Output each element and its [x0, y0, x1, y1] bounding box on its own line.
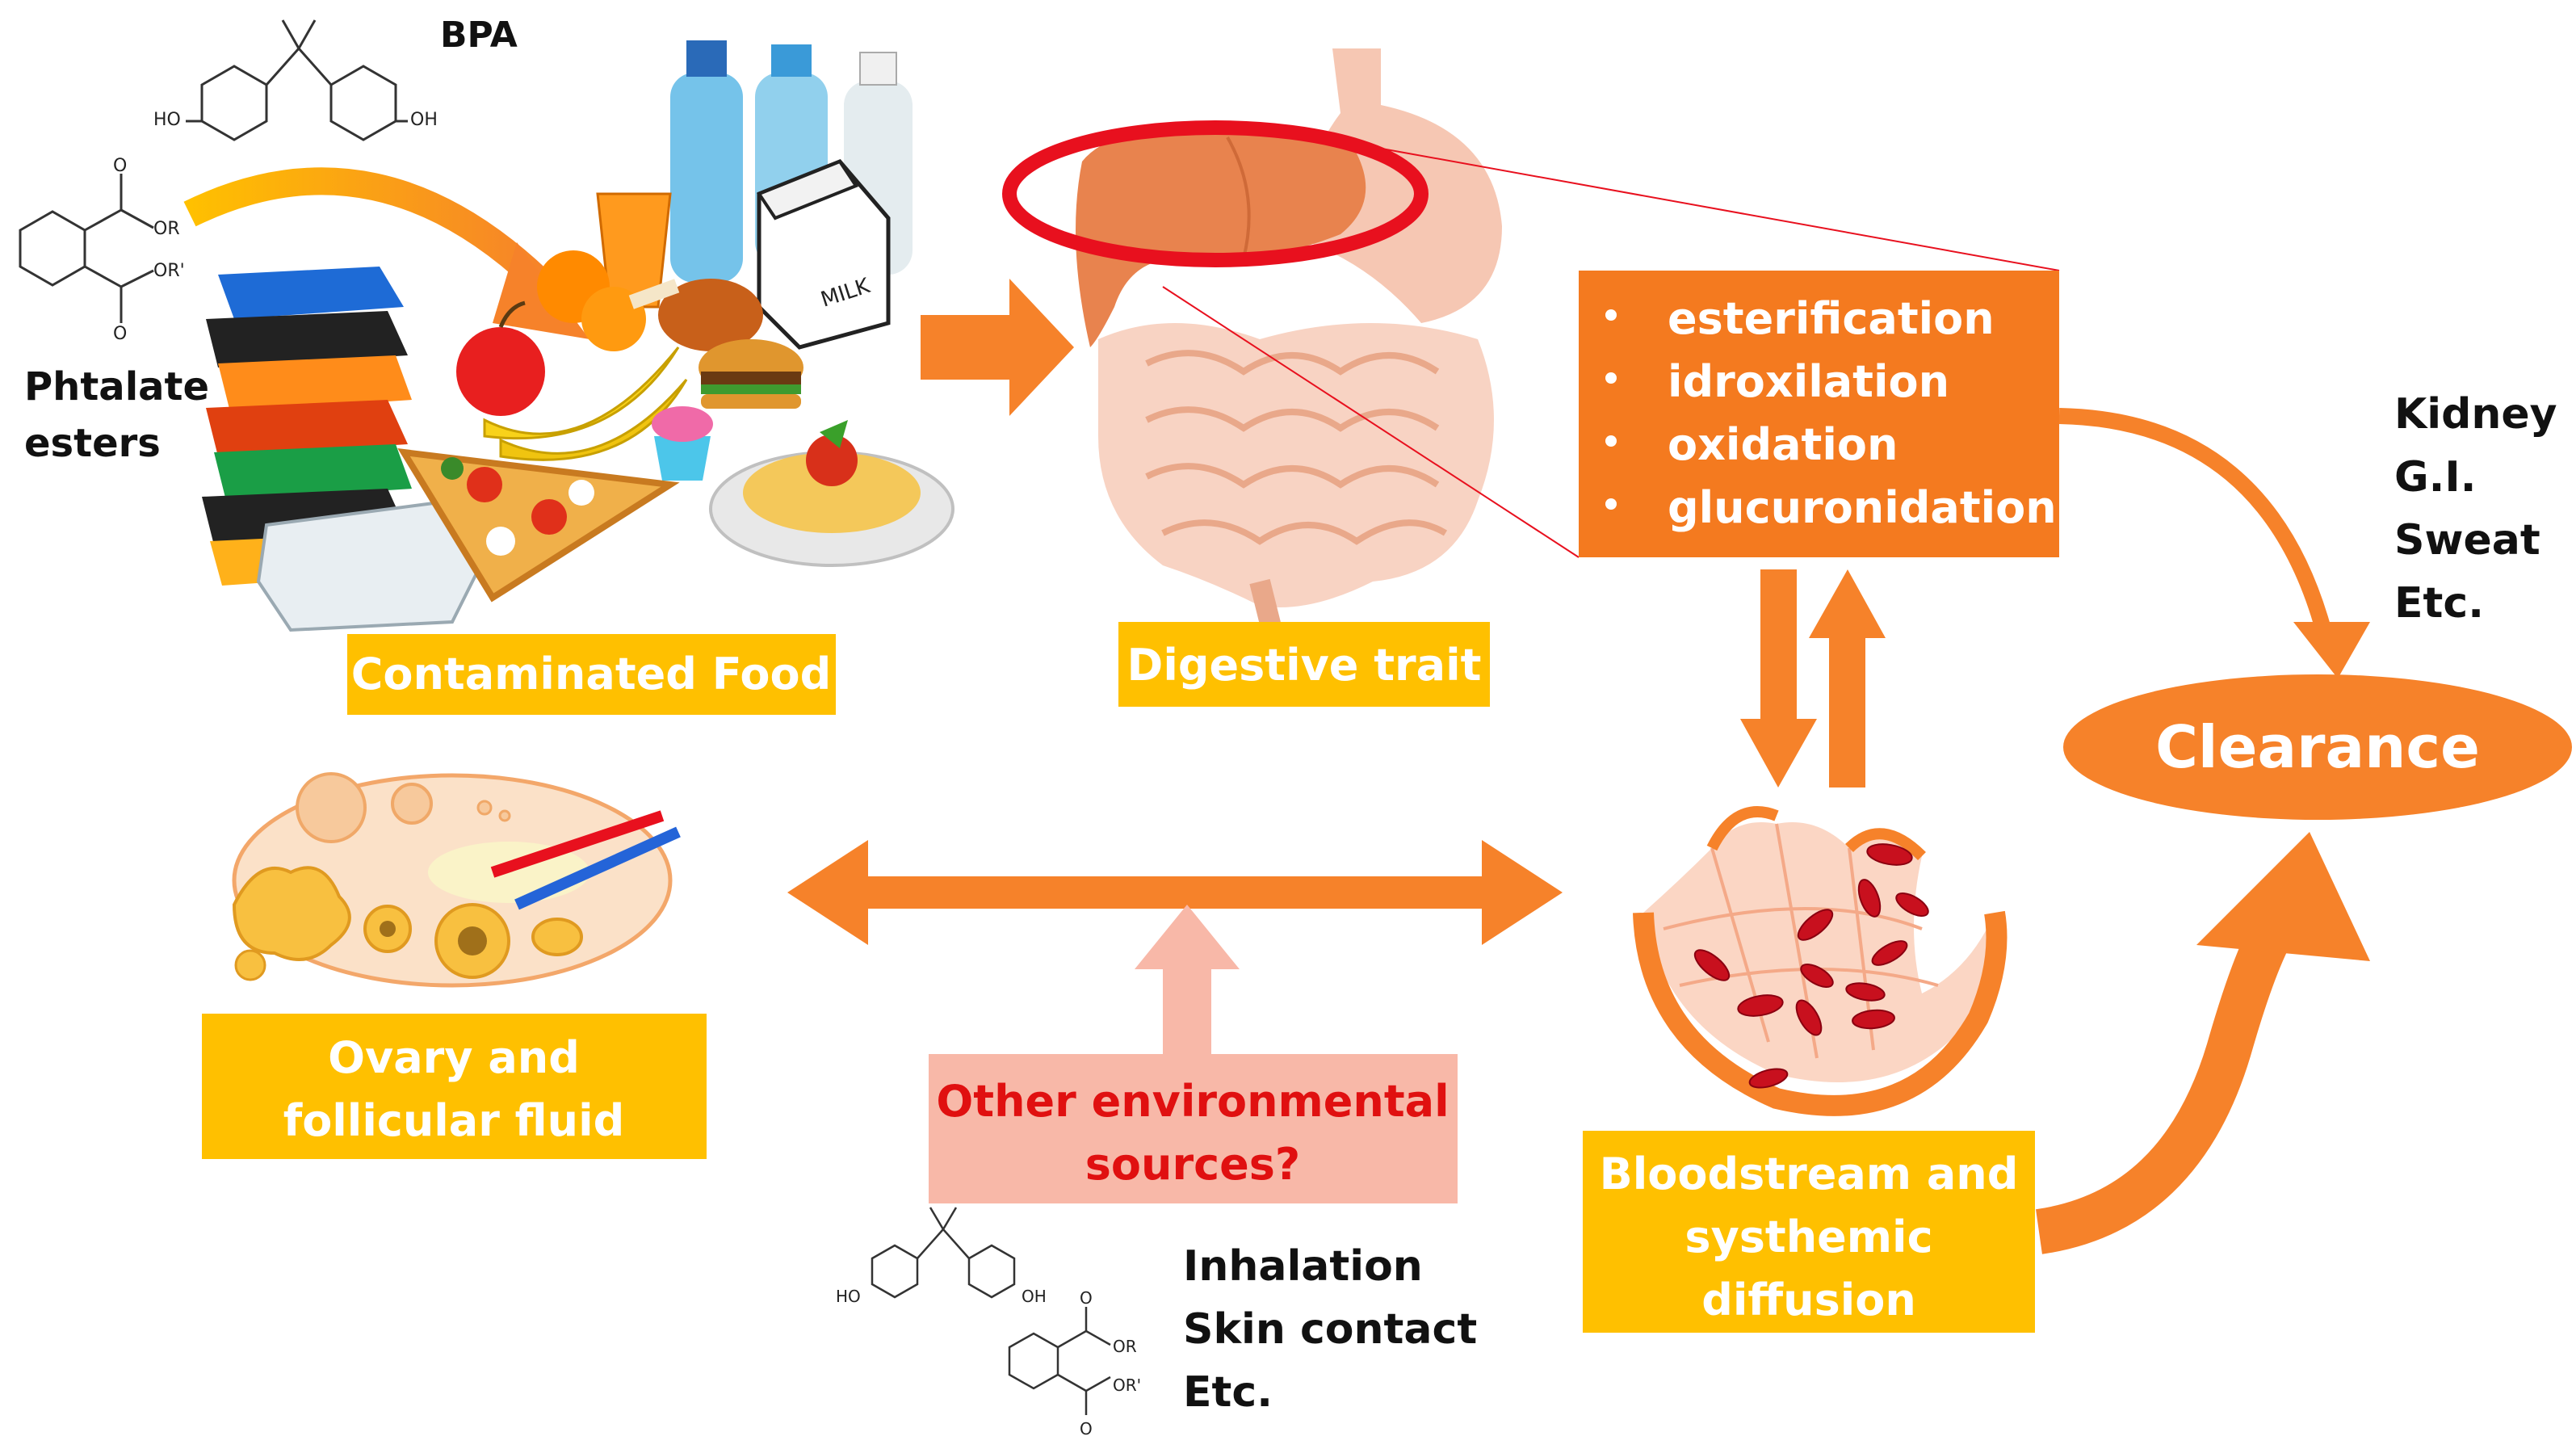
- bpa-small-ho-label: HO: [836, 1287, 861, 1306]
- bullet-icon: [1605, 435, 1617, 447]
- phthalate-small-o-top: O: [1080, 1288, 1093, 1308]
- stomach-intestine-icon: [1098, 48, 1502, 677]
- exposure-route-2: Skin contact: [1183, 1305, 1477, 1354]
- metabolism-item-1: esterification: [1668, 293, 1995, 344]
- bloodstream-line1: Bloodstream and: [1600, 1149, 2019, 1199]
- ovary-blood-double-arrow: [787, 840, 1563, 945]
- phthalate-small-or-label: OR: [1113, 1337, 1137, 1356]
- phthalate-molecule-icon: [19, 174, 154, 323]
- bloodstream-line2: systhemic: [1684, 1212, 1932, 1262]
- bpa-small-oh-label: OH: [1022, 1287, 1047, 1306]
- clearance-route-2: G.I.: [2394, 453, 2477, 502]
- contaminated-food-label: Contaminated Food: [351, 649, 832, 699]
- ovary-label-line1: Ovary and: [328, 1032, 580, 1083]
- contaminated-food-box: [347, 634, 836, 715]
- other-sources-line1: Other environmental: [936, 1076, 1449, 1127]
- digestive-trait-box: [1118, 622, 1490, 707]
- burger-icon: [699, 339, 803, 409]
- liver-highlight-icon: [1002, 120, 2060, 558]
- bullet-icon: [1605, 309, 1617, 321]
- phthalate-o-bottom: O: [113, 324, 127, 344]
- food-collage-icon: MILK: [202, 40, 954, 632]
- bpa-molecule-small-icon: [871, 1207, 1016, 1299]
- metabolism-to-clearance-arrow: [2058, 408, 2334, 640]
- bloodstream-box: [1583, 1131, 2035, 1333]
- metabolism-to-clearance-arrowhead: [2293, 622, 2370, 678]
- bpa-ho-label: HO: [153, 110, 181, 130]
- blood-vessel-icon: [1633, 806, 2008, 1116]
- metabolism-item-2: idroxilation: [1668, 356, 1949, 407]
- metabolism-box: [1579, 271, 2059, 557]
- blood-to-clearance-arrow: [2035, 897, 2302, 1254]
- metabolism-item-4: glucuronidation: [1668, 482, 2057, 533]
- pizza-icon: [397, 448, 680, 603]
- ovary-label-line2: follicular fluid: [283, 1095, 625, 1146]
- bullet-icon: [1605, 372, 1617, 384]
- orange-icon-2: [581, 287, 646, 351]
- ovary-icon: [232, 772, 681, 988]
- food-to-digestive-arrow: [921, 279, 1074, 416]
- apple-icon: [456, 327, 545, 416]
- juice-glass-icon: [596, 192, 672, 309]
- phtalate-label-line1: Phtalate: [24, 364, 209, 410]
- bpa-molecule-icon: [186, 19, 408, 141]
- ice-cream-icon: [654, 436, 711, 481]
- phthalate-small-o-bottom: O: [1080, 1419, 1093, 1438]
- phthalate-or-label: OR: [153, 219, 180, 239]
- metabolism-item-3: oxidation: [1668, 419, 1898, 470]
- bloodstream-line3: diffusion: [1701, 1275, 1916, 1325]
- digestive-trait-label: Digestive trait: [1127, 640, 1482, 691]
- phtalate-label-line2: esters: [24, 421, 161, 466]
- exposure-route-3: Etc.: [1183, 1368, 1273, 1417]
- chicken-leg-icon: [658, 279, 763, 351]
- ovary-box: [202, 1014, 707, 1159]
- blood-to-metabolism-arrow: [1809, 569, 1886, 788]
- phthalate-or-prime-label: OR': [153, 261, 185, 281]
- environment-up-arrow: [1135, 905, 1240, 1054]
- bpa-label: BPA: [440, 15, 518, 56]
- banana-icon: [483, 346, 680, 440]
- clearance-route-1: Kidney: [2394, 390, 2557, 439]
- other-sources-line2: sources?: [1085, 1139, 1300, 1190]
- molecule-to-food-arrow: [183, 167, 560, 301]
- phthalate-small-or-prime-label: OR': [1113, 1376, 1141, 1395]
- other-sources-box: [929, 1054, 1458, 1203]
- metabolism-to-blood-arrow: [1740, 569, 1817, 788]
- phthalate-molecule-small-icon: [1008, 1307, 1111, 1415]
- bullet-icon: [1605, 498, 1617, 510]
- clearance-label: Clearance: [2155, 713, 2480, 781]
- metabolism-list: esterification idroxilation oxidation gl…: [1605, 293, 2057, 533]
- blood-to-clearance-arrowhead: [2196, 832, 2370, 961]
- clearance-route-3: Sweat: [2394, 516, 2540, 565]
- milk-carton-icon: MILK: [756, 159, 891, 350]
- clearance-ellipse: [2063, 674, 2572, 820]
- spaghetti-icon: [709, 420, 954, 567]
- exposure-route-1: Inhalation: [1183, 1242, 1423, 1291]
- phthalate-o-top: O: [113, 156, 127, 176]
- bpa-oh-label: OH: [410, 110, 438, 130]
- clearance-route-4: Etc.: [2394, 579, 2484, 628]
